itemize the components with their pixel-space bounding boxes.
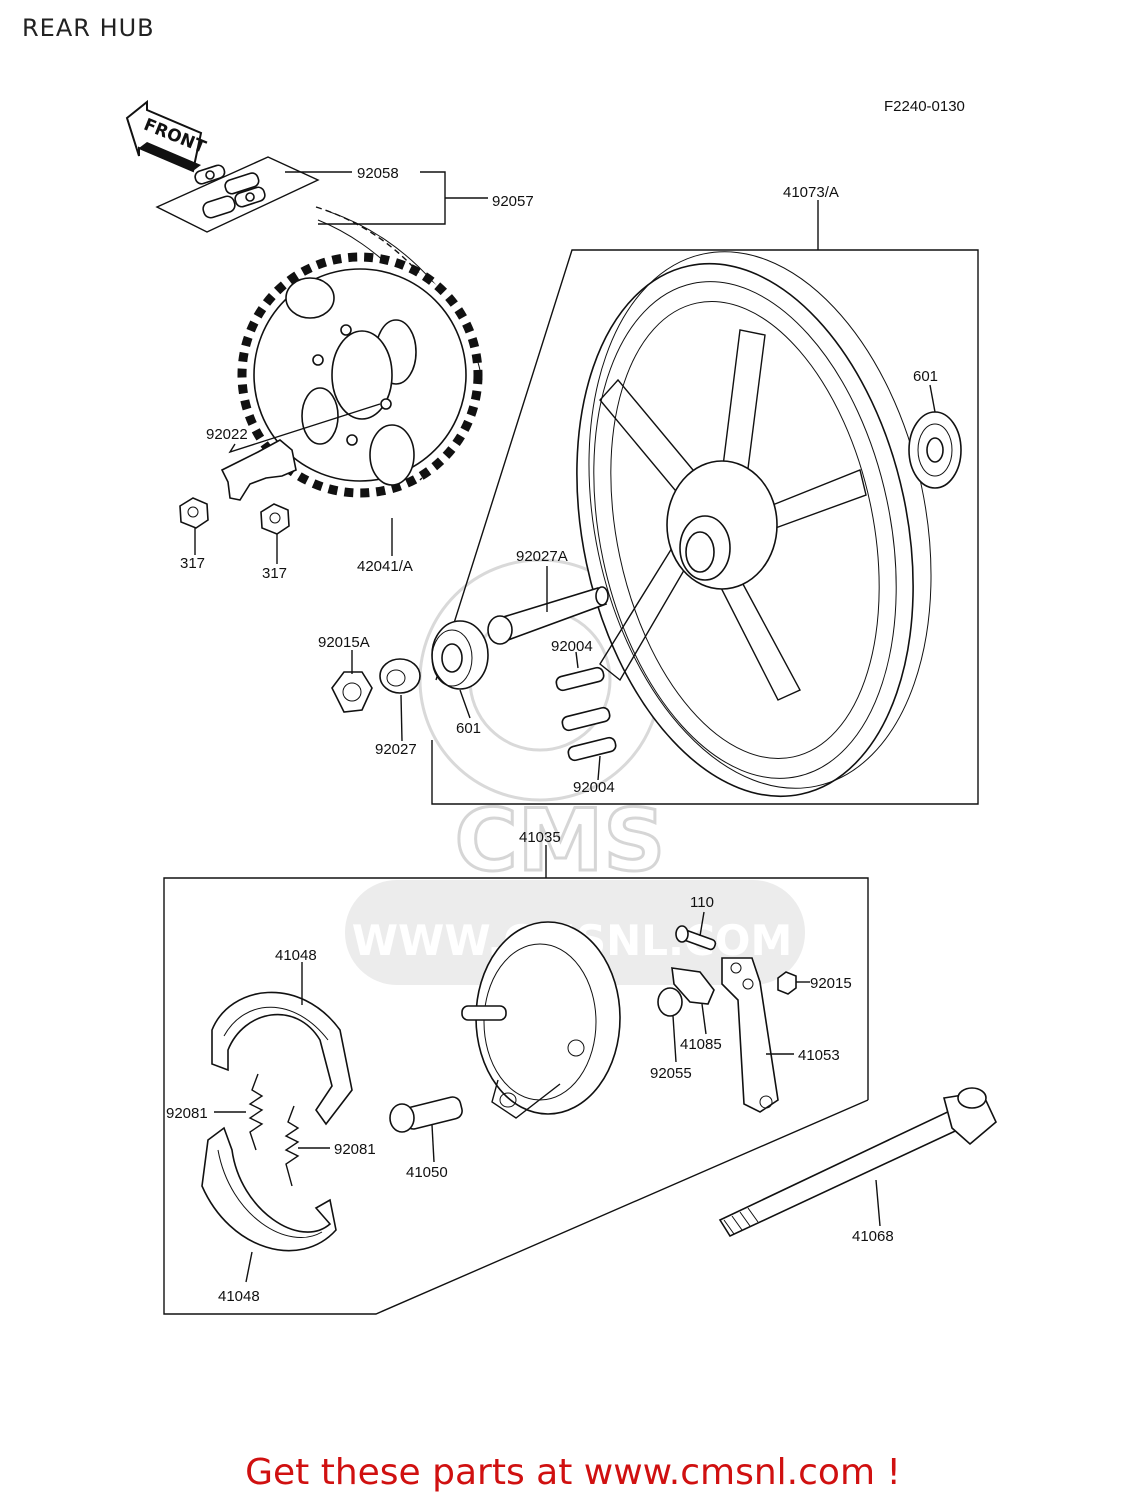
callout-92004-bottom: 92004 <box>573 779 615 796</box>
front-arrow-icon: FRONT <box>125 99 209 173</box>
callout-41035: 41035 <box>519 829 561 846</box>
callout-92081-left: 92081 <box>166 1105 208 1122</box>
callout-41050: 41050 <box>406 1164 448 1181</box>
callout-92004-top: 92004 <box>551 638 593 655</box>
callout-601-right: 601 <box>913 368 938 385</box>
rear-axle <box>718 1087 997 1238</box>
wear-indicator <box>671 967 715 1005</box>
callout-92081-right: 92081 <box>334 1141 376 1158</box>
callout-601-left: 601 <box>456 720 481 737</box>
page-title: REAR HUB <box>22 14 155 42</box>
axle-nut <box>331 671 373 713</box>
wheel-assembly-bracket <box>431 249 979 805</box>
brake-assembly-bracket <box>163 877 869 1315</box>
callout-92055: 92055 <box>650 1065 692 1082</box>
watermark-brand: CMS <box>455 791 666 891</box>
sprocket-nut-left <box>179 497 209 529</box>
callout-41048-top: 41048 <box>275 947 317 964</box>
callout-317-right: 317 <box>262 565 287 582</box>
callout-317-left: 317 <box>180 555 205 572</box>
callout-92015: 92015 <box>810 975 852 992</box>
axle-collar-long <box>487 586 609 645</box>
chain-joint-link <box>155 156 320 233</box>
callout-92015A: 92015A <box>318 634 370 651</box>
callout-92027A: 92027A <box>516 548 568 565</box>
wheel-studs <box>555 666 617 762</box>
brake-cam-lever <box>721 957 779 1113</box>
cast-wheel <box>576 251 932 798</box>
seal-washer <box>657 987 683 1017</box>
axle-collar-short <box>379 658 421 694</box>
wheel-bearing-left <box>431 620 489 690</box>
lock-plate <box>220 439 297 501</box>
rear-sprocket <box>237 252 483 498</box>
wheel-bearing-right <box>908 411 962 489</box>
brake-panel <box>461 921 621 1119</box>
callout-110: 110 <box>690 894 714 911</box>
callout-41068: 41068 <box>852 1228 894 1245</box>
leader-lines <box>194 171 936 1283</box>
lever-nut <box>777 971 797 995</box>
callout-41085: 41085 <box>680 1036 722 1053</box>
diagram-code: F2240-0130 <box>884 98 965 115</box>
callout-42041: 42041/A <box>357 558 413 575</box>
callout-41048-bottom: 41048 <box>218 1288 260 1305</box>
callout-92057: 92057 <box>492 193 534 210</box>
callout-41053: 41053 <box>798 1047 840 1064</box>
brake-cam <box>389 1096 463 1133</box>
cam-lever-bolt <box>675 925 717 951</box>
callout-92058: 92058 <box>357 165 399 182</box>
brake-shoe-upper <box>211 991 353 1126</box>
callout-92022: 92022 <box>206 426 248 443</box>
sprocket-nut-right <box>260 503 290 535</box>
shoe-spring-right <box>284 1105 300 1187</box>
callout-41073: 41073/A <box>783 184 839 201</box>
callout-92027: 92027 <box>375 741 417 758</box>
brake-shoe-lower <box>201 1126 337 1252</box>
promo-link[interactable]: Get these parts at www.cmsnl.com ! <box>245 1452 901 1493</box>
shoe-spring-left <box>248 1073 264 1151</box>
callout-labels: 92058 92057 41073/A 601 92022 317 317 42… <box>166 165 938 1305</box>
